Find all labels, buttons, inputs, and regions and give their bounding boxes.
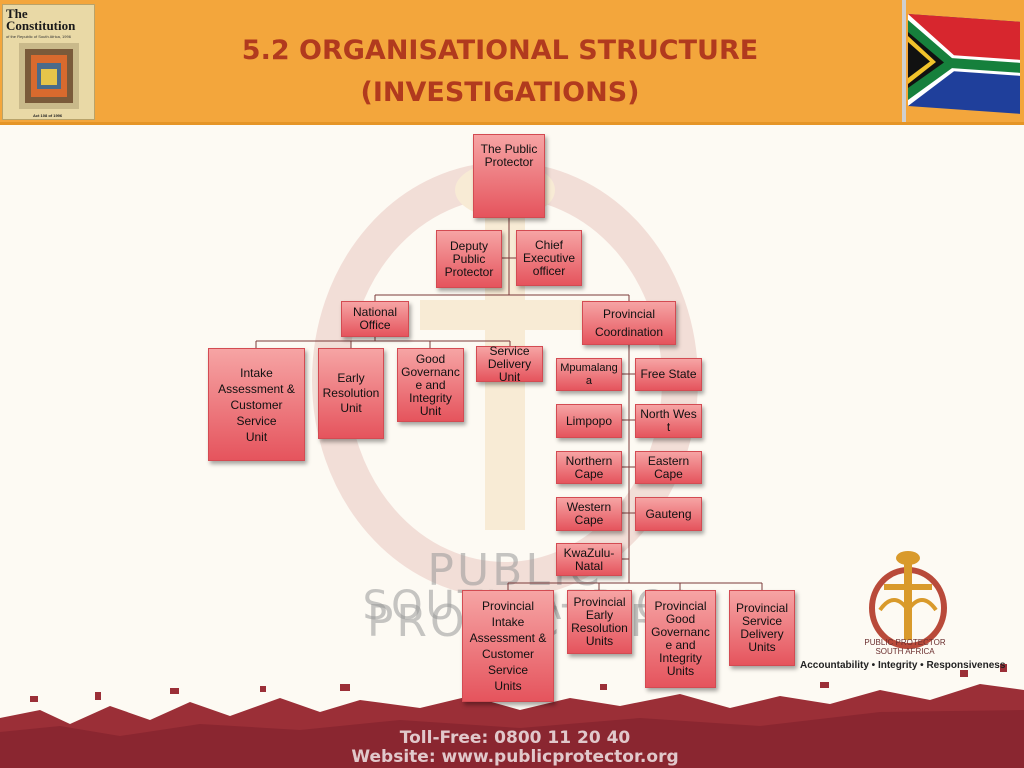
box-free-state: Free State [635, 358, 702, 391]
page-title: 5.2 ORGANISATIONAL STRUCTURE (INVESTIGAT… [150, 30, 850, 114]
box-provincial-coordination: Provincial Coordination [582, 301, 676, 345]
box-kwazulu-natal: KwaZulu- Natal [556, 543, 622, 576]
footer-band [0, 664, 1024, 768]
box-good-governance-unit: Good Governanc e and Integrity Unit [397, 348, 464, 422]
south-africa-flag-icon [896, 0, 1024, 122]
box-eastern-cape: Eastern Cape [635, 451, 702, 484]
box-national-office: National Office [341, 301, 409, 337]
box-early-resolution-unit: Early Resolution Unit [318, 348, 384, 439]
constitution-book-image: The Constitution of the Republic of Sout… [2, 4, 95, 120]
box-deputy-public-protector: Deputy Public Protector [436, 230, 502, 288]
box-western-cape: Western Cape [556, 497, 622, 531]
box-mpumalanga: Mpumalang a [556, 358, 622, 391]
public-protector-logo-icon [869, 551, 947, 649]
box-provincial-intake-units: Provincial Intake Assessment & Customer … [462, 590, 554, 702]
book-cover-art-icon [19, 43, 79, 109]
book-subtitle: of the Republic of South Africa, 1996 [6, 34, 71, 39]
box-gauteng: Gauteng [635, 497, 702, 531]
motto: Accountability • Integrity • Responsiven… [800, 660, 1006, 671]
footer-tollfree: Toll-Free: 0800 11 20 40 [399, 728, 631, 748]
box-provincial-early-resolution-units: Provincial Early Resolution Units [567, 590, 632, 654]
box-public-protector: The Public Protector [473, 134, 545, 218]
footer-website[interactable]: Website: www.publicprotector.org [351, 747, 679, 767]
logo-caption: PUBLIC PROTECTOR SOUTH AFRICA [864, 638, 946, 656]
box-limpopo: Limpopo [556, 404, 622, 438]
box-service-delivery-unit: Service Delivery Unit [476, 344, 543, 383]
box-northern-cape: Northern Cape [556, 451, 622, 484]
box-provincial-good-governance-units: Provincial Good Governanc e and Integrit… [645, 590, 716, 688]
header-banner [0, 0, 1024, 125]
box-chief-executive-officer: Chief Executive officer [516, 230, 582, 286]
title-line-2: (INVESTIGATIONS) [360, 77, 640, 108]
box-provincial-service-delivery-units: Provincial Service Delivery Units [729, 590, 795, 666]
book-act: Act 108 of 1996 [33, 113, 63, 118]
title-line-1: 5.2 ORGANISATIONAL STRUCTURE [241, 35, 759, 66]
box-intake-assessment-unit: Intake Assessment & Customer Service Uni… [208, 348, 305, 461]
book-title: The Constitution [6, 6, 76, 33]
box-north-west: North West [635, 404, 702, 438]
